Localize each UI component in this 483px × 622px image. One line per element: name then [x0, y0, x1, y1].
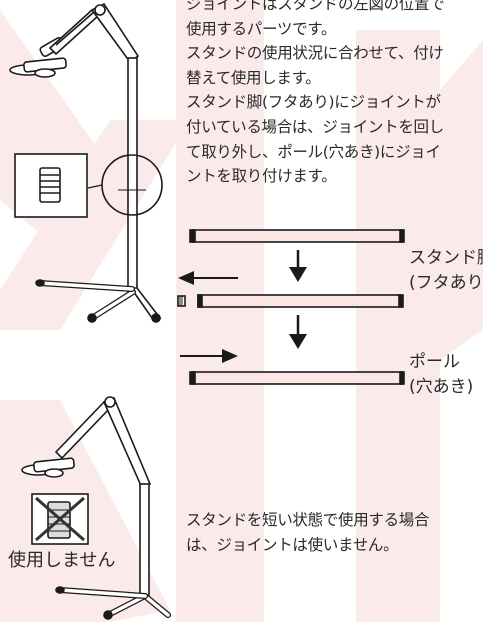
label-not-used: 使用しません — [8, 550, 116, 571]
stand-short-illustration — [21, 396, 171, 620]
lamp-arm-bottom — [54, 396, 152, 490]
arrow-right — [222, 349, 238, 363]
arrow-left — [178, 271, 194, 285]
bg-shape-right-diagonal — [440, 40, 483, 360]
stand-base — [35, 279, 162, 323]
stand-with-joint-illustration — [9, 2, 163, 323]
upper-pole — [127, 57, 138, 293]
joint-part-icon — [39, 167, 61, 203]
label-stand-leg: スタンド脚 (フタあり) — [409, 248, 483, 293]
lamp-arm — [48, 2, 140, 64]
cross-mark-icon — [35, 496, 85, 542]
joint-piece-icon — [177, 295, 186, 307]
bg-shape-right-band — [356, 30, 440, 622]
instruction-text-top: ジョイントはスタンドの左図の位置で 使用するパーツです。 スタンドの使用状況に合… — [186, 0, 445, 186]
arrow-down-2 — [289, 334, 307, 349]
pole-top — [191, 229, 403, 243]
stand-base-bottom — [55, 586, 171, 620]
instruction-text-bottom: スタンドを短い状態で使用する場合 は、ジョイントは使いません。 — [186, 511, 430, 554]
pole-middle-stand-leg — [197, 294, 402, 308]
label-pole: ポール (穴あき) — [409, 352, 474, 397]
bg-shape-center-band — [176, 0, 264, 622]
pole-bottom-pole — [191, 371, 403, 385]
lamp-head-bottom — [21, 457, 75, 478]
short-pole — [139, 483, 150, 597]
bg-shape-left-diagonal — [0, 120, 190, 330]
arrow-down-1 — [289, 267, 307, 282]
pole-diagram — [177, 229, 405, 385]
